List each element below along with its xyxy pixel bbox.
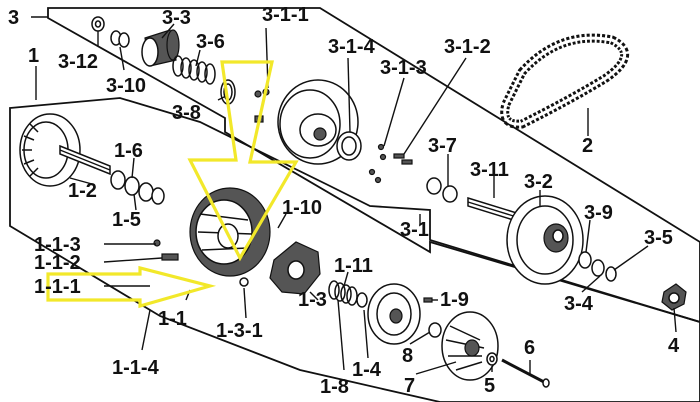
bolt-6 xyxy=(501,358,550,388)
callout-3-12: 3-12 xyxy=(58,51,98,73)
cooling-fan-7 xyxy=(441,311,499,381)
assembly-3-frame xyxy=(47,7,700,323)
callout-7: 7 xyxy=(404,375,415,397)
seal-3-1-4 xyxy=(336,131,362,161)
callout-3-4: 3-4 xyxy=(564,293,594,315)
callout-1-1: 1-1 xyxy=(158,308,187,330)
driven-sheave-3-2 xyxy=(506,195,584,285)
callout-3-1-1: 3-1-1 xyxy=(262,4,309,26)
slider-pieces-1-1-2 xyxy=(153,239,179,261)
washers-3-7 xyxy=(426,177,458,203)
callout-6: 6 xyxy=(524,337,535,359)
callout-1-11: 1-11 xyxy=(334,255,373,277)
washers-3-9 xyxy=(578,251,605,277)
nut-3-5 xyxy=(605,266,617,282)
washers-3-10 xyxy=(110,30,130,48)
callout-3-10: 3-10 xyxy=(106,75,146,97)
washer-5 xyxy=(486,352,498,366)
callout-1-10: 1-10 xyxy=(282,197,322,219)
callout-1-1-4: 1-1-4 xyxy=(112,357,160,379)
callout-3-5: 3-5 xyxy=(644,227,673,249)
fan-sheave-1-2 xyxy=(19,113,111,187)
callout-3-9: 3-9 xyxy=(584,202,613,224)
callout-2: 2 xyxy=(582,135,593,157)
callout-1-3-1: 1-3-1 xyxy=(216,320,263,342)
fixed-plate-1-8 xyxy=(367,283,421,345)
callout-1: 1 xyxy=(28,45,39,67)
highlight-arrow xyxy=(187,60,299,262)
spring-3-6 xyxy=(172,55,216,85)
callout-3-1-4: 3-1-4 xyxy=(328,36,376,58)
callout-1-1-1: 1-1-1 xyxy=(34,276,81,298)
callout-1-3: 1-3 xyxy=(298,289,327,311)
clip-1-3-1 xyxy=(239,277,249,287)
callout-1-9: 1-9 xyxy=(440,289,469,311)
spring-1-11 xyxy=(328,280,358,306)
spider-1-3 xyxy=(269,241,321,295)
movable-drive-face-1-1 xyxy=(189,187,271,277)
callout-3-1: 3-1 xyxy=(400,219,429,241)
callout-3: 3 xyxy=(8,7,19,29)
pins-3-1-3-and-3-1-2 xyxy=(368,143,413,184)
callout-3-7: 3-7 xyxy=(428,135,457,157)
callout-1-1-2: 1-1-2 xyxy=(34,252,81,274)
callout-labels: 3 3-3 3-1-1 3-6 3-1-4 3-1-2 3-12 3-10 3-… xyxy=(8,4,680,398)
callout-3-6: 3-6 xyxy=(196,31,225,53)
callout-1-6: 1-6 xyxy=(114,140,143,162)
callout-8: 8 xyxy=(402,345,413,367)
callout-3-3: 3-3 xyxy=(162,7,191,29)
callout-3-1-2: 3-1-2 xyxy=(444,36,491,58)
assembly-1-frame xyxy=(9,97,700,402)
callout-1-1-3: 1-1-3 xyxy=(34,234,81,256)
callout-1-8: 1-8 xyxy=(320,376,349,398)
callout-5: 5 xyxy=(484,375,495,397)
washer-8 xyxy=(428,322,442,338)
callout-1-5: 1-5 xyxy=(112,209,141,231)
washer-3-12 xyxy=(91,16,105,32)
callout-3-1-3: 3-1-3 xyxy=(380,57,427,79)
bolt-1-9 xyxy=(423,297,433,303)
callout-1-4: 1-4 xyxy=(352,359,382,381)
callout-1-2: 1-2 xyxy=(68,180,97,202)
nut-4 xyxy=(661,283,687,311)
callout-3-11: 3-11 xyxy=(470,159,509,181)
callout-3-2: 3-2 xyxy=(524,171,553,193)
washer-1-4 xyxy=(356,292,368,308)
callout-4: 4 xyxy=(668,335,680,357)
highlight-box-1-1-1 xyxy=(46,265,217,309)
drive-belt-2 xyxy=(500,33,629,129)
spring-seat-3-3 xyxy=(141,29,180,67)
callout-3-8: 3-8 xyxy=(172,102,201,124)
leader-lines xyxy=(31,16,677,375)
bushings-1-6-1-5 xyxy=(110,170,165,205)
